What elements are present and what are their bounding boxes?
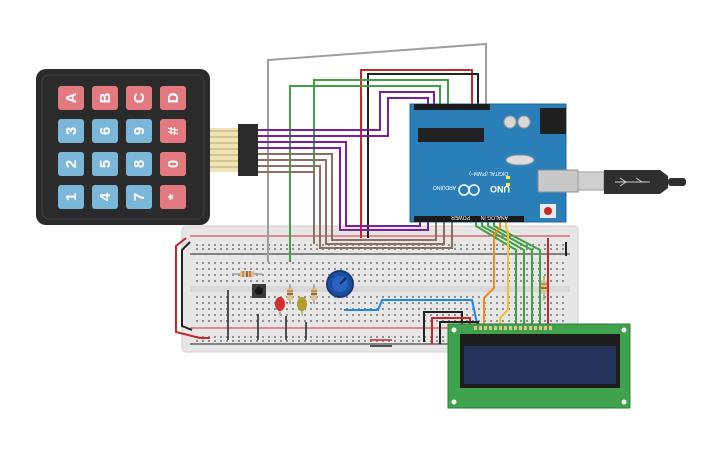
keypad-key[interactable]: 4 bbox=[92, 185, 118, 209]
keypad-key[interactable]: 1 bbox=[58, 185, 84, 209]
keypad-key[interactable]: * bbox=[160, 185, 186, 209]
keypad-key[interactable]: D bbox=[160, 86, 186, 110]
wire-brown bbox=[258, 159, 445, 245]
keypad-key-label: B bbox=[97, 92, 114, 103]
keypad-key[interactable]: B bbox=[92, 86, 118, 110]
led-red[interactable] bbox=[275, 297, 285, 316]
wires bbox=[175, 42, 567, 347]
keypad-key[interactable]: 3 bbox=[58, 119, 84, 143]
usb-cable[interactable] bbox=[577, 170, 686, 194]
wire-orange bbox=[483, 200, 501, 328]
keypad-key[interactable]: A bbox=[58, 86, 84, 110]
keypad-key-label: C bbox=[131, 92, 148, 103]
digital-pwm-label: DIGITAL (PWM~) bbox=[469, 170, 508, 176]
wire-yellow bbox=[499, 200, 509, 328]
led-yellow[interactable] bbox=[297, 297, 307, 316]
keypad-key[interactable]: 6 bbox=[92, 119, 118, 143]
analog-in-label: ANALOG IN bbox=[480, 214, 508, 220]
lcd-pins bbox=[474, 326, 552, 330]
wire-black bbox=[423, 311, 463, 342]
keypad-key-label: 9 bbox=[131, 127, 148, 135]
wire-brown bbox=[258, 153, 437, 241]
resistor[interactable] bbox=[287, 284, 293, 304]
keypad-key-label: A bbox=[63, 92, 80, 103]
keypad-key[interactable]: 0 bbox=[160, 152, 186, 176]
keypad-key-label: 0 bbox=[165, 160, 182, 168]
pushbutton[interactable] bbox=[252, 284, 266, 298]
keypad-ribbon bbox=[210, 124, 258, 176]
keypad-key[interactable]: 2 bbox=[58, 152, 84, 176]
wire-black bbox=[181, 241, 193, 331]
wire-green bbox=[289, 85, 441, 262]
keypad-keys: A B C D 3 6 9 #2 5 8 0 1 4 7 * bbox=[58, 86, 186, 209]
keypad[interactable]: A B C D 3 6 9 #2 5 8 0 1 4 7 * bbox=[36, 69, 258, 225]
wire-purple bbox=[258, 97, 429, 137]
lcd-16x2[interactable] bbox=[447, 323, 631, 409]
resistor[interactable] bbox=[232, 271, 262, 277]
keypad-key[interactable]: 9 bbox=[126, 119, 152, 143]
wire-blue bbox=[344, 299, 479, 329]
keypad-key-label: D bbox=[165, 92, 182, 103]
arduino-brand-text: ARDUINO bbox=[433, 184, 456, 190]
keypad-key-label: # bbox=[165, 126, 182, 135]
wire-purple bbox=[258, 91, 435, 131]
keypad-key[interactable]: C bbox=[126, 86, 152, 110]
keypad-key-label: 4 bbox=[97, 192, 114, 201]
keypad-key[interactable]: 5 bbox=[92, 152, 118, 176]
arduino-uno[interactable]: UNO ARDUINO DIGITAL (PWM~) POWER ANALOG … bbox=[409, 103, 579, 223]
keypad-key[interactable]: 8 bbox=[126, 152, 152, 176]
resistor[interactable] bbox=[311, 284, 317, 304]
keypad-key-label: * bbox=[165, 194, 182, 200]
keypad-key-label: 3 bbox=[63, 127, 80, 135]
wire-red bbox=[360, 69, 473, 238]
wire-black bbox=[367, 73, 479, 238]
power-label: POWER bbox=[451, 214, 470, 220]
keypad-key-label: 2 bbox=[63, 160, 80, 168]
uno-logo-text: UNO bbox=[490, 184, 510, 194]
keypad-key-label: 8 bbox=[131, 160, 148, 168]
resistor[interactable] bbox=[541, 276, 547, 300]
keypad-key-label: 6 bbox=[97, 127, 114, 135]
keypad-key-label: 5 bbox=[97, 160, 114, 168]
wire-brown bbox=[258, 165, 453, 249]
keypad-key-label: 1 bbox=[63, 193, 80, 201]
wire-red bbox=[175, 237, 210, 339]
keypad-key[interactable]: # bbox=[160, 119, 186, 143]
keypad-key[interactable]: 7 bbox=[126, 185, 152, 209]
potentiometer[interactable] bbox=[326, 270, 354, 298]
keypad-key-label: 7 bbox=[131, 193, 148, 201]
wire-brown bbox=[258, 171, 315, 244]
